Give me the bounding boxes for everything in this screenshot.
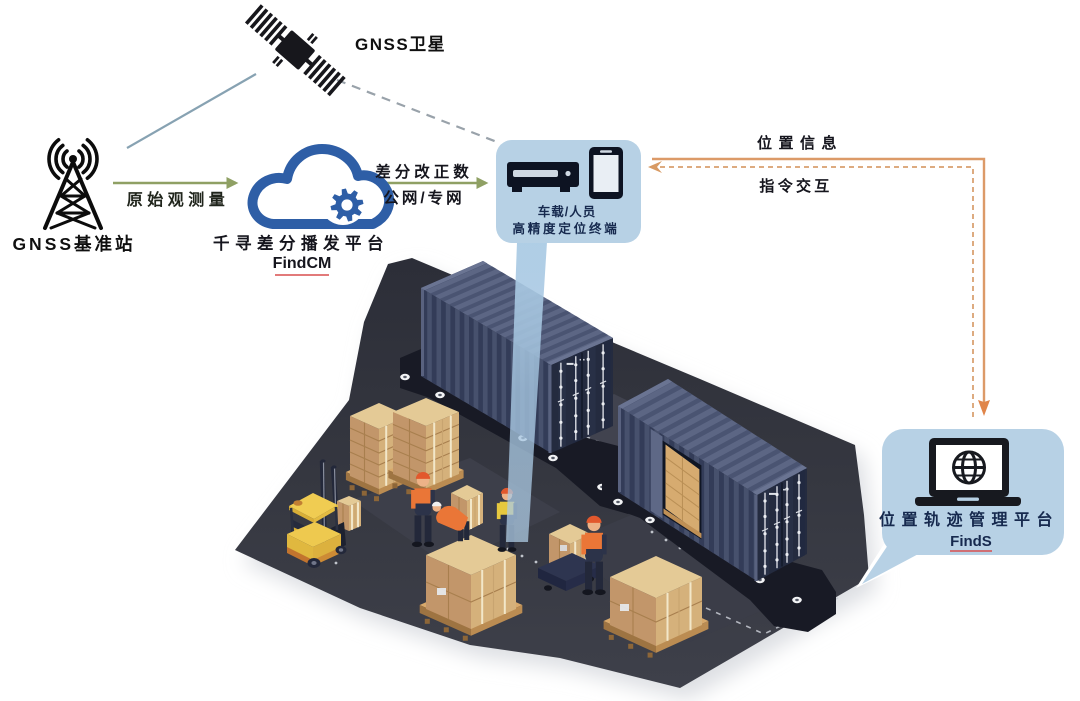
- svg-text:GNSS基准站: GNSS基准站: [12, 234, 135, 254]
- svg-text:车载/人员: 车载/人员: [538, 204, 596, 219]
- svg-text:位置信息: 位置信息: [757, 134, 843, 152]
- svg-text:FindCM: FindCM: [273, 255, 332, 272]
- svg-text:原始观测量: 原始观测量: [127, 190, 230, 209]
- svg-text:位置轨迹管理平台: 位置轨迹管理平台: [879, 510, 1059, 529]
- svg-text:指令交互: 指令交互: [759, 177, 832, 195]
- svg-text:差分改正数: 差分改正数: [375, 162, 473, 181]
- svg-text:千寻差分播发平台: 千寻差分播发平台: [213, 233, 389, 253]
- svg-text:FindS: FindS: [950, 533, 992, 550]
- svg-text:公网/专网: 公网/专网: [383, 188, 464, 207]
- svg-text:高精度定位终端: 高精度定位终端: [512, 221, 619, 236]
- svg-text:GNSS卫星: GNSS卫星: [355, 35, 446, 54]
